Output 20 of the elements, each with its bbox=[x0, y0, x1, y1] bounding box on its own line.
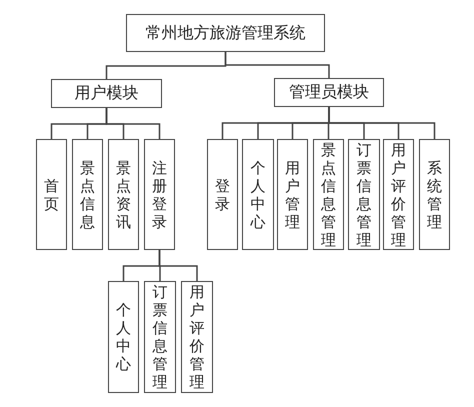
function-box: 系统管理 bbox=[419, 139, 450, 250]
function-box: 首页 bbox=[36, 139, 67, 250]
function-box: 注册登录 bbox=[144, 139, 175, 250]
function-box: 个人中心 bbox=[242, 139, 274, 250]
connector-line bbox=[158, 250, 198, 281]
connector-line bbox=[224, 52, 330, 78]
function-box: 个人中心 bbox=[108, 281, 139, 393]
module-box: 管理员模块 bbox=[274, 78, 384, 107]
function-box: 用户管理 bbox=[277, 139, 308, 250]
module-box: 用户模块 bbox=[51, 79, 162, 108]
function-box: 登录 bbox=[207, 139, 238, 250]
function-box: 订票信息管理 bbox=[348, 139, 380, 250]
system-box: 常州地方旅游管理系统 bbox=[126, 14, 325, 52]
function-box: 景点信息 bbox=[72, 139, 103, 250]
connector-line bbox=[106, 108, 160, 139]
function-box: 订票信息管理 bbox=[144, 281, 176, 393]
function-box: 景点信息管理 bbox=[313, 139, 344, 250]
function-box: 景点资讯 bbox=[108, 139, 139, 250]
function-box: 用户评价管理 bbox=[181, 281, 213, 393]
function-box: 用户评价管理 bbox=[383, 139, 414, 250]
